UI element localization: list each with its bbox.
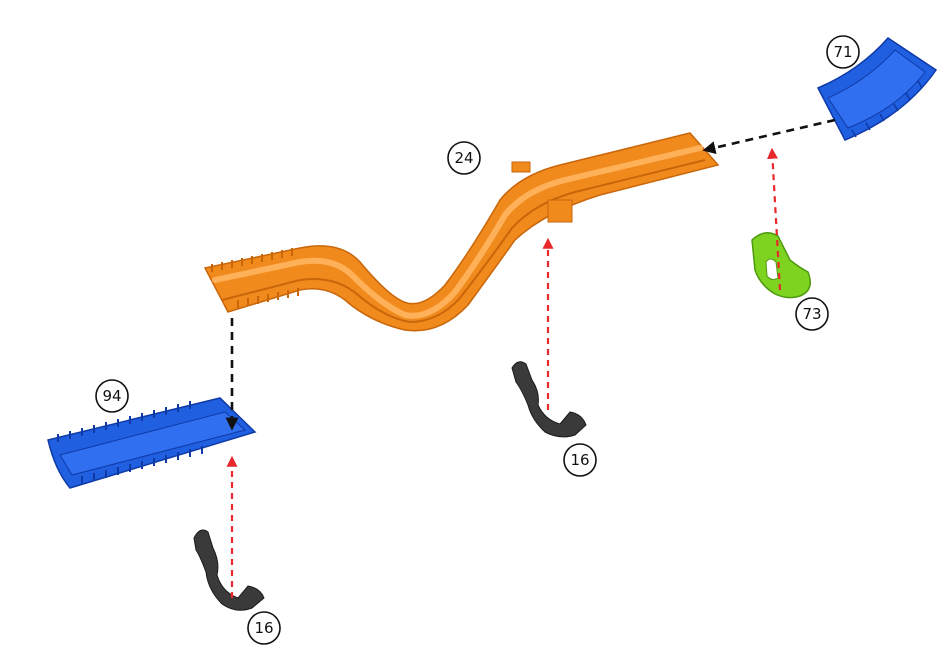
clip-part <box>752 233 810 298</box>
callout-71-label: 71 <box>833 43 852 61</box>
callout-24: 24 <box>448 142 480 174</box>
clip-body <box>752 233 810 298</box>
callout-24-label: 24 <box>454 149 473 167</box>
callout-94-label: 94 <box>102 387 121 405</box>
callout-73-label: 73 <box>802 305 821 323</box>
callout-16-left: 16 <box>248 612 280 644</box>
main-duct-tab-top <box>512 162 530 172</box>
callout-73: 73 <box>796 298 828 330</box>
left-end-duct-part <box>48 398 255 488</box>
bracket-left-part <box>194 530 264 610</box>
callout-94: 94 <box>96 380 128 412</box>
callout-71: 71 <box>827 36 859 68</box>
clip-hole <box>766 259 778 280</box>
bracket-left-body <box>194 530 264 610</box>
callout-16-center-label: 16 <box>570 451 589 469</box>
callout-16-left-label: 16 <box>254 619 273 637</box>
arrow-71-to-24 <box>705 120 835 150</box>
callout-16-center: 16 <box>564 444 596 476</box>
main-duct-tab-bottom <box>548 200 572 222</box>
